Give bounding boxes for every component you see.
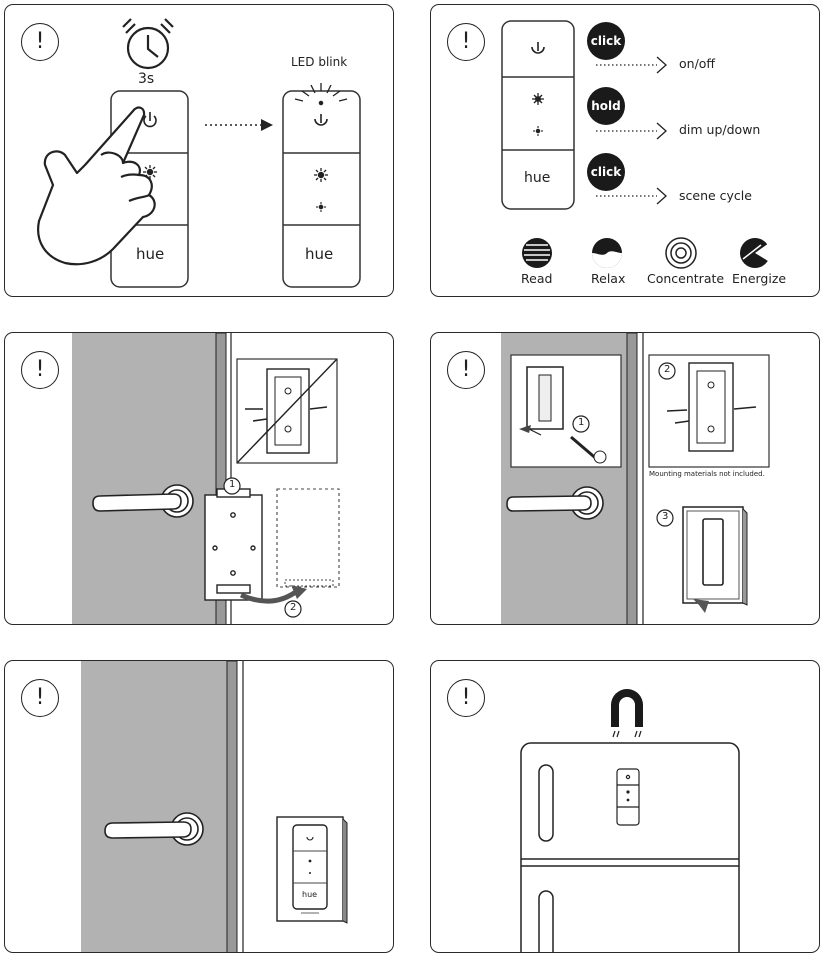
- timer-label: 3s: [138, 71, 155, 87]
- brightness-up-icon: [532, 93, 544, 105]
- energize-scene-icon: [740, 238, 772, 268]
- concentrate-scene-icon: [665, 237, 697, 269]
- step-1-label: 1: [578, 417, 585, 428]
- panel2-illustration: [501, 20, 772, 269]
- step-2-marker: [284, 600, 302, 618]
- panel1-illustration: [37, 18, 361, 288]
- wall-plate-installed: [656, 506, 748, 621]
- panel-door-mount: ! 1 2: [4, 332, 394, 625]
- relax-scene-icon: [592, 238, 622, 268]
- remote-outline: [276, 488, 340, 588]
- hand-press-icon: [37, 106, 156, 266]
- warning-icon: !: [447, 679, 485, 717]
- step-1-marker: [223, 477, 241, 495]
- action-badge-3: click: [587, 153, 625, 191]
- scene-label-concentrate: Concentrate: [647, 271, 725, 286]
- power-icon: [306, 836, 314, 841]
- remove-plate-diagram: [510, 354, 622, 468]
- mounting-plate: [204, 488, 263, 601]
- magnet-icon: [611, 689, 643, 738]
- brightness-up-icon: [314, 168, 328, 182]
- panel-button-functions: !: [430, 4, 820, 297]
- step-2-label: 2: [664, 364, 671, 375]
- action-label-3: scene cycle: [679, 188, 752, 203]
- remote-on-fridge: [616, 768, 640, 826]
- power-icon: [143, 112, 157, 128]
- scene-label-relax: Relax: [591, 271, 626, 286]
- step-1-label: 1: [229, 479, 236, 490]
- panel-mounted-on-door: ! hue: [4, 660, 394, 953]
- panel6-illustration: [520, 689, 740, 952]
- panel-fridge-magnet: !: [430, 660, 820, 953]
- wall-plate-with-remote: [276, 816, 348, 924]
- scene-label-energize: Energize: [732, 271, 787, 286]
- hue-label-left: hue: [136, 245, 165, 263]
- panel-hold-power-3s: !: [4, 4, 394, 297]
- mounting-note: Mounting materials not included.: [649, 470, 765, 478]
- action-badge-1: click: [587, 22, 625, 60]
- led-blink-icon: [294, 83, 348, 106]
- panel3-illustration: [72, 333, 340, 624]
- action-label-2: dim up/down: [679, 122, 761, 137]
- door-handle-icon: [92, 484, 194, 518]
- warning-icon: !: [447, 351, 485, 389]
- power-icon: [531, 42, 545, 54]
- fridge-icon: [520, 742, 740, 952]
- door-handle-icon: [506, 486, 604, 520]
- panel4-illustration: [501, 333, 770, 624]
- brightness-up-icon: [143, 165, 157, 179]
- screw-plate-diagram: [648, 354, 770, 468]
- hue-label: hue: [524, 170, 551, 186]
- panel-wall-plate: ! 1 2 3 Mounting materials not included.: [430, 332, 820, 625]
- door-handle-icon: [104, 812, 204, 846]
- panel5-illustration: [81, 661, 348, 952]
- door-surface: [81, 661, 237, 952]
- step-2-label: 2: [290, 602, 297, 613]
- remote: [501, 20, 575, 210]
- read-scene-icon: [522, 238, 552, 268]
- warning-icon: !: [21, 23, 59, 61]
- led-blink-label: LED blink: [291, 55, 348, 69]
- brightness-down-icon: [533, 126, 543, 136]
- curved-arrow: [239, 588, 299, 604]
- no-screw-diagram: [236, 358, 338, 464]
- action-label-1: on/off: [679, 56, 716, 71]
- power-icon: [314, 114, 328, 126]
- brightness-down-icon: [316, 202, 326, 212]
- warning-icon: !: [447, 23, 485, 61]
- arrow-head: [261, 119, 273, 131]
- brightness-up-icon: [308, 859, 312, 863]
- hue-label: hue: [302, 890, 318, 899]
- warning-icon: !: [21, 351, 59, 389]
- brightness-down-icon: [309, 872, 311, 874]
- warning-icon: !: [21, 679, 59, 717]
- action-badge-2: hold: [587, 87, 625, 125]
- action-arrows: [596, 56, 667, 205]
- step-3-label: 3: [662, 511, 669, 522]
- door-surface: [72, 333, 220, 624]
- scene-label-read: Read: [521, 271, 553, 286]
- alarm-clock-icon: [122, 18, 174, 70]
- hue-label-right: hue: [305, 245, 334, 263]
